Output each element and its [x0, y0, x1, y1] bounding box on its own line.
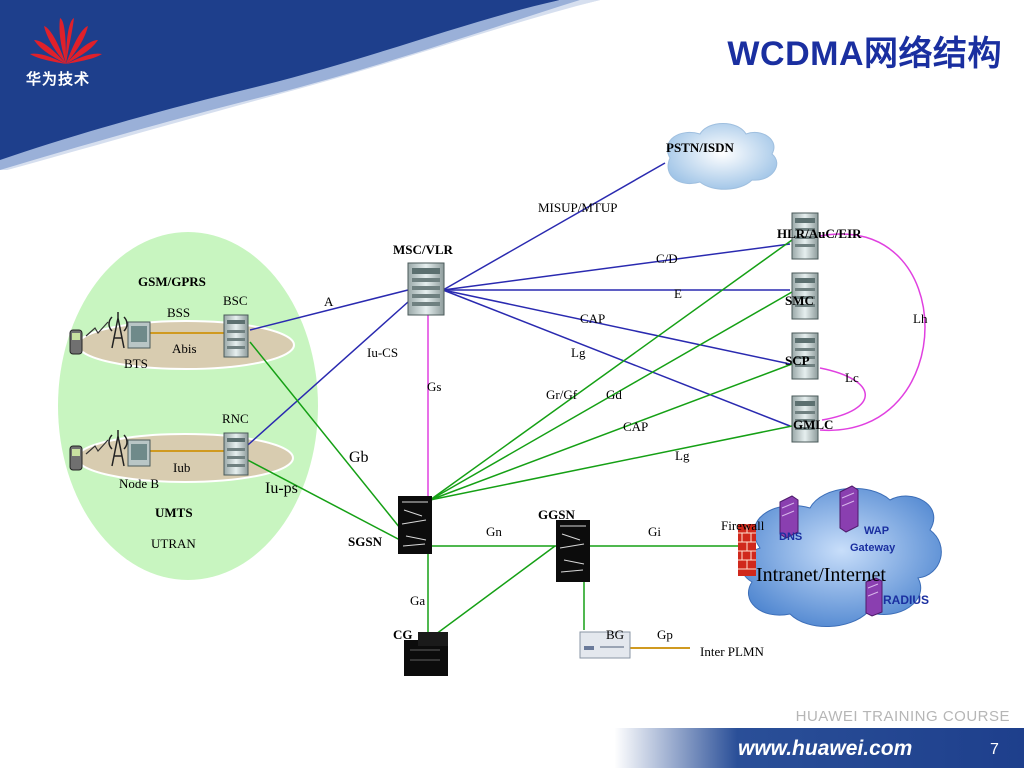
huawei-logo-icon: [30, 18, 102, 64]
mobile-phone-icon: [69, 329, 83, 355]
antenna-tower-icon: [108, 430, 128, 467]
gsm-gprs-label: GSM/GPRS: [138, 274, 206, 289]
bts-label: BTS: [124, 356, 148, 371]
page-number: 7: [990, 741, 999, 758]
bss-label: BSS: [167, 305, 191, 320]
bsc-cabinet-icon: [223, 314, 249, 358]
lc-label: Lc: [845, 370, 859, 385]
scp-cabinet-icon: [791, 332, 819, 380]
ggsn-server-icon: [556, 520, 590, 582]
footer-bar: [0, 728, 1024, 768]
ga-label: Ga: [410, 593, 426, 608]
lg1-label: Lg: [571, 345, 586, 360]
dns-label: DNS: [779, 531, 803, 543]
msc-label: MSC/VLR: [393, 242, 453, 257]
sgsn-label: SGSN: [348, 534, 382, 549]
msc-vlr-cabinet-icon: [407, 262, 445, 316]
cap2-label: CAP: [623, 419, 649, 434]
lg2-label: Lg: [675, 448, 690, 463]
intranet-label: Intranet/Internet: [756, 564, 886, 586]
iu-ps-label: Iu-ps: [265, 480, 298, 497]
iu-cs-label: Iu-CS: [367, 345, 399, 360]
firewall-label: Firewall: [721, 518, 765, 533]
page-title: WCDMA网络结构: [727, 35, 1002, 73]
smc-cabinet-icon: [791, 272, 819, 320]
hlr-cabinet-icon: [791, 212, 819, 260]
lh-label: Lh: [913, 311, 928, 326]
gi-label: Gi: [648, 524, 661, 539]
scp-label: SCP: [785, 353, 810, 368]
wap-label: WAP: [864, 525, 890, 537]
dns-server-icon: [779, 495, 799, 539]
e-label: E: [674, 286, 682, 301]
pstn-cloud: [666, 123, 778, 190]
mobile-phone-icon: [69, 445, 83, 471]
firewall-icon: [738, 524, 756, 576]
rnc-cabinet-icon: [223, 432, 249, 476]
antenna-tower-icon: [108, 312, 128, 349]
bts-equipment-icon: [127, 321, 151, 349]
cg-server-icon: [404, 632, 448, 676]
gs-label: Gs: [427, 379, 442, 394]
gp-label: Gp: [657, 627, 673, 642]
header-banner: [0, 0, 600, 170]
gn-label: Gn: [486, 524, 502, 539]
smc-label: SMC: [785, 293, 814, 308]
wap-gateway-server-icon: [839, 485, 859, 533]
access-network-area: [58, 232, 318, 580]
misup-label: MISUP/MTUP: [538, 200, 618, 215]
a-label: A: [324, 294, 334, 309]
radius-server-icon: [865, 577, 883, 617]
ggsn-label: GGSN: [538, 507, 575, 522]
cd-label: C/D: [656, 251, 678, 266]
gmlc-cabinet-icon: [791, 395, 819, 443]
gd-label: Gd: [606, 387, 622, 402]
website-link[interactable]: www.huawei.com: [738, 737, 913, 760]
cg-label: CG: [393, 627, 413, 642]
utran-label: UTRAN: [151, 536, 196, 551]
gmlc-label: GMLC: [793, 417, 834, 432]
cap1-label: CAP: [580, 311, 606, 326]
logo-text: 华为技术: [26, 70, 91, 88]
node-b-equipment-icon: [127, 439, 151, 467]
gb-label: Gb: [349, 449, 369, 466]
bg-router-icon: [579, 631, 631, 659]
bsc-label: BSC: [223, 293, 248, 308]
radius-label: RADIUS: [883, 593, 930, 607]
wap-gateway-label: Gateway: [850, 542, 896, 554]
pstn-label: PSTN/ISDN: [666, 140, 734, 155]
gr-gf-label: Gr/Gf: [546, 387, 578, 402]
node-b-label: Node B: [119, 476, 160, 491]
umts-label: UMTS: [155, 505, 193, 520]
rnc-label: RNC: [222, 411, 249, 426]
training-course-label: HUAWEI TRAINING COURSE: [795, 708, 1010, 725]
hlr-label: HLR/AuC/EIR: [777, 226, 862, 241]
iub-label: Iub: [173, 460, 191, 475]
inter-plmn-label: Inter PLMN: [700, 644, 764, 659]
abis-label: Abis: [172, 341, 197, 356]
sgsn-server-icon: [398, 496, 432, 554]
bg-label: BG: [606, 627, 625, 642]
